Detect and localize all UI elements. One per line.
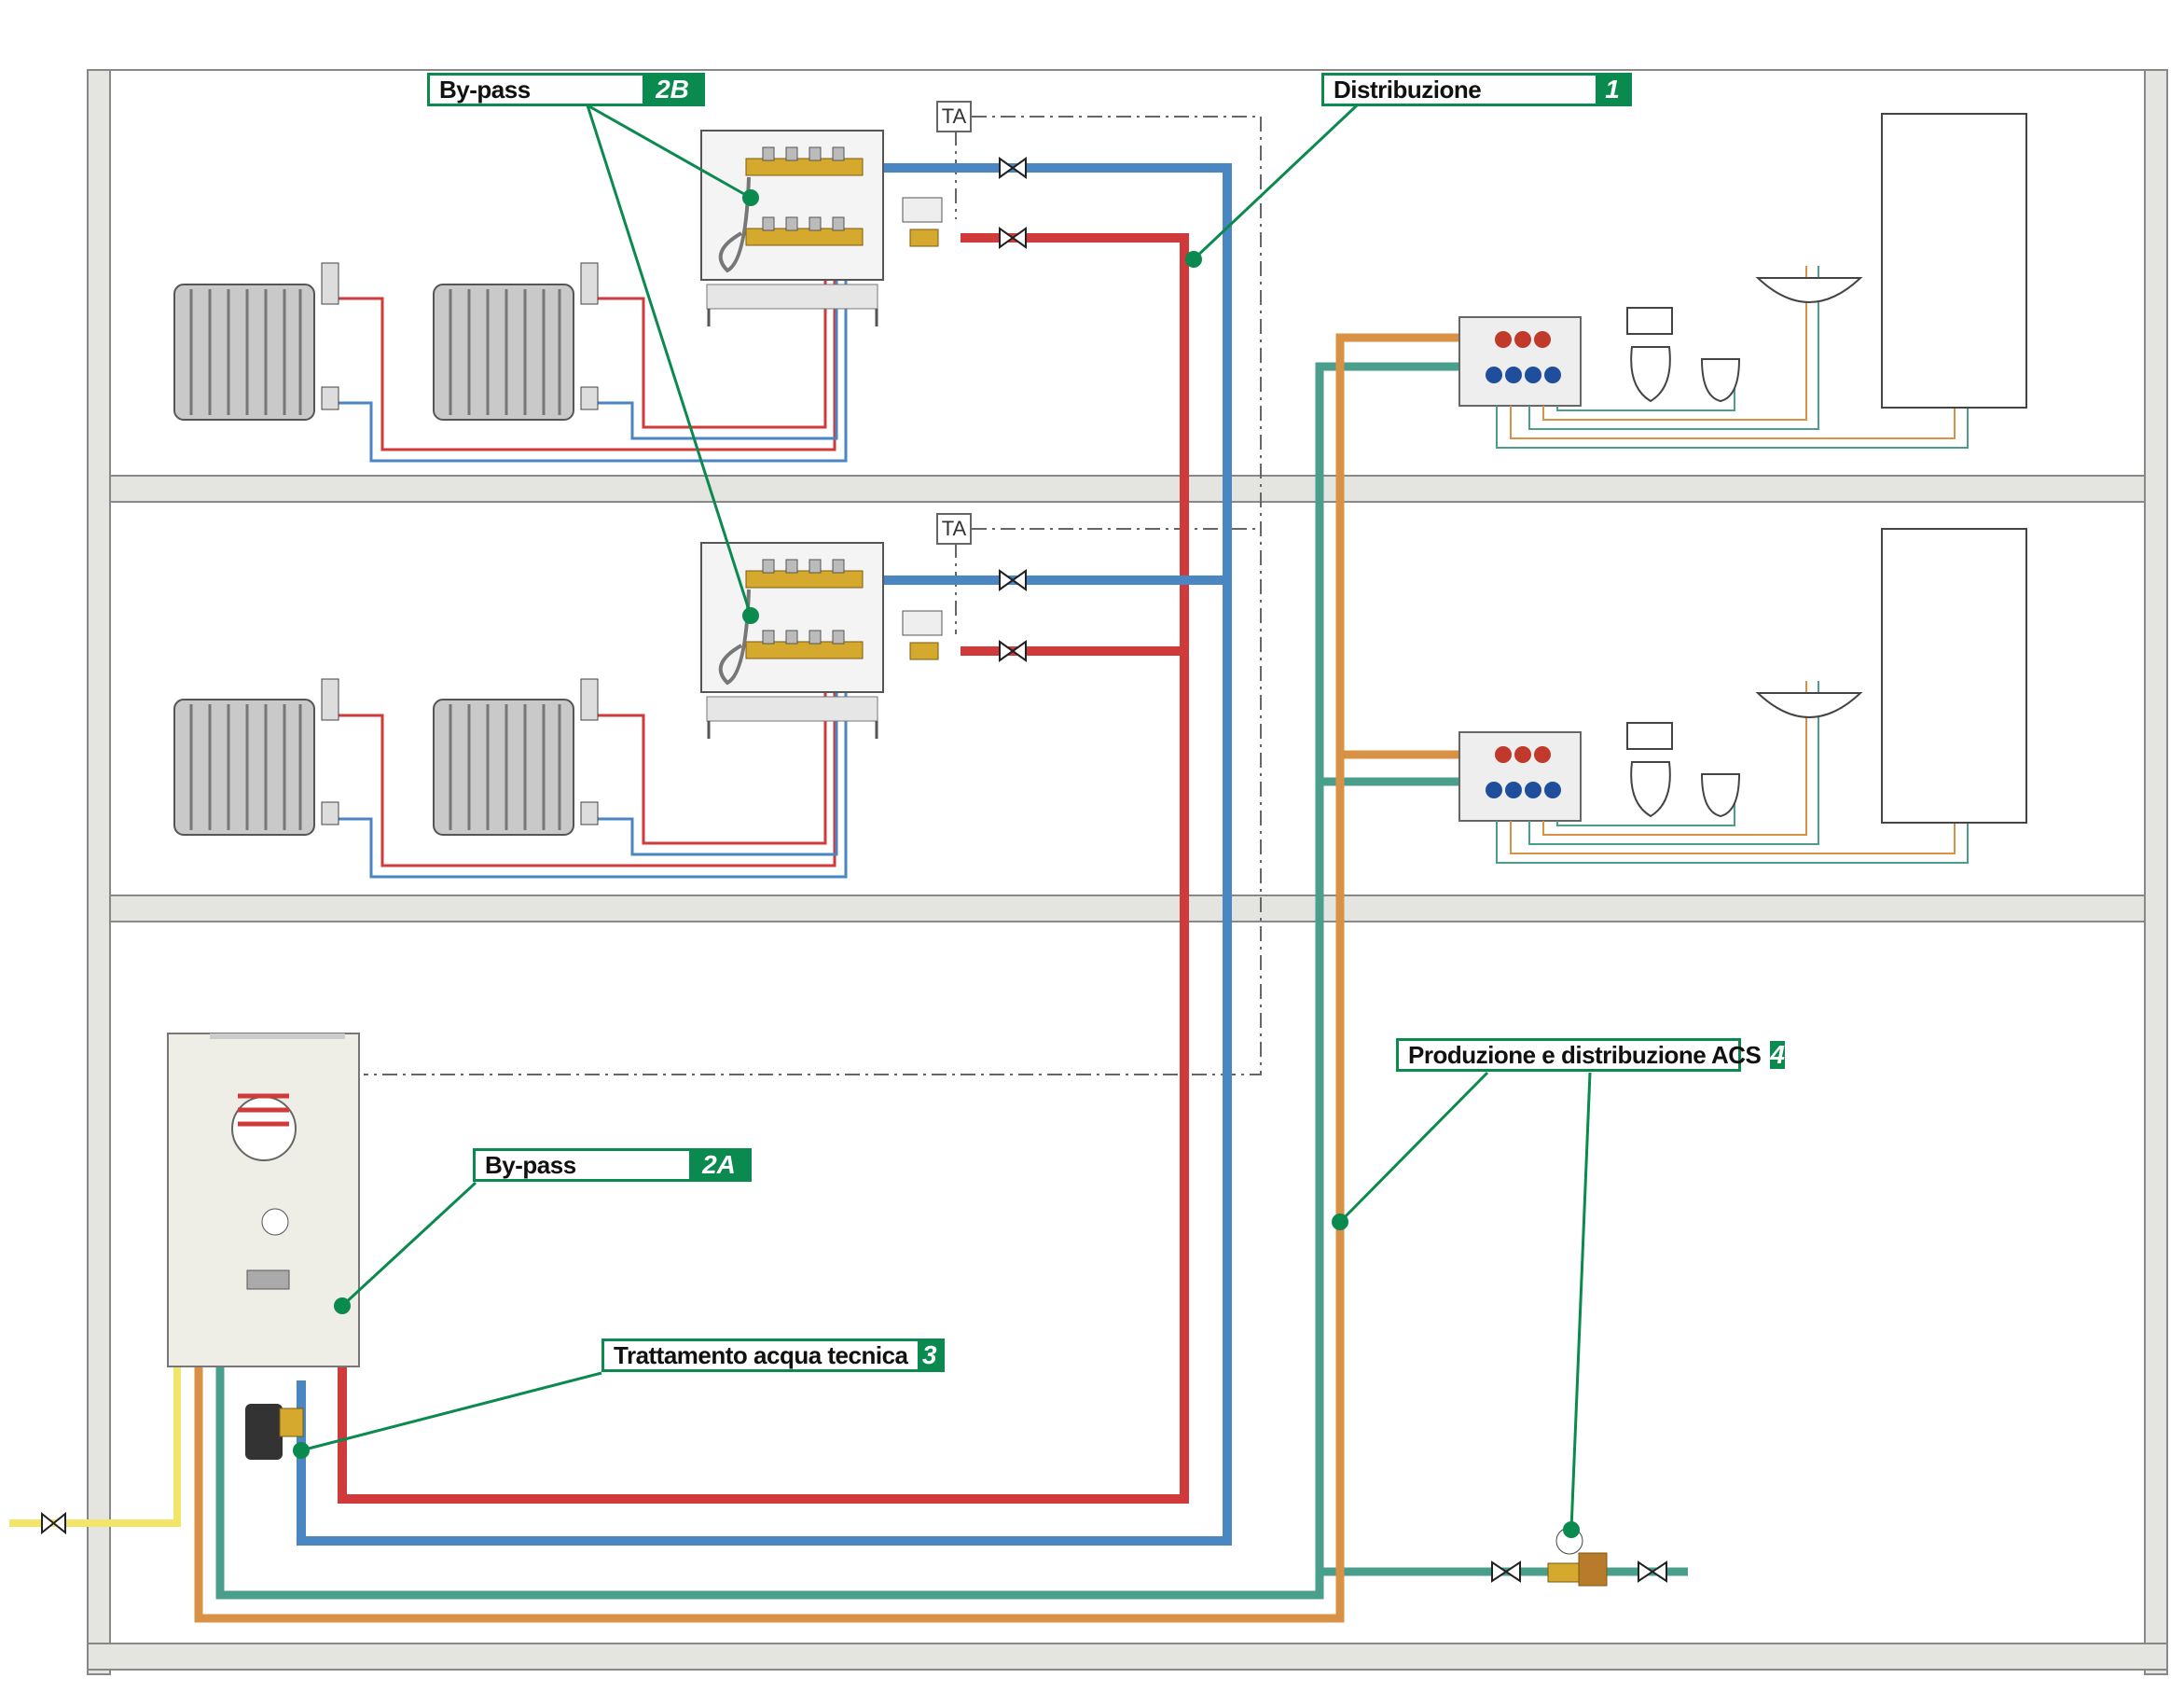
radiator-mid-left <box>173 678 339 836</box>
callout-distribuzione: Distribuzione 1 <box>1321 73 1632 106</box>
radiator-pipes <box>336 168 848 879</box>
room-interiors <box>109 69 2146 1644</box>
radiator-top-left <box>173 262 339 421</box>
room-thermostat-label-top: TA <box>936 101 972 132</box>
callout-number: 2B <box>643 76 702 104</box>
zone-valve-mid <box>902 610 943 660</box>
callout-trattamento: Trattamento acqua tecnica 3 <box>601 1338 945 1372</box>
dhw-mixing-valve <box>1547 1527 1608 1587</box>
sanitary-manifold-mid <box>1458 731 1582 822</box>
heating-supply-pipe <box>338 233 1189 1504</box>
callout-bypass-2b: By-pass 2B <box>427 73 705 106</box>
radiator-mid-right <box>433 678 599 836</box>
callout-label: By-pass <box>439 76 531 104</box>
sanitary-manifold-top <box>1458 316 1582 407</box>
callout-number: 3 <box>917 1341 942 1369</box>
callout-label: Distribuzione <box>1334 76 1482 104</box>
bathroom-fixtures-mid <box>1626 528 2027 824</box>
callout-acs: Produzione e distribuzione ACS 4 <box>1396 1038 1785 1072</box>
callout-number: 1 <box>1596 76 1629 104</box>
callout-bypass-2a: By-pass 2A <box>473 1148 752 1182</box>
thermostat-wiring <box>364 116 1262 1075</box>
manifold-cabinet-mid <box>700 542 884 739</box>
heating-return-pipe <box>297 163 1232 1546</box>
shutoff-valves <box>41 157 1667 1583</box>
leader-lines <box>300 104 1592 1531</box>
dirt-separator <box>245 1404 304 1460</box>
room-thermostat-label-mid: TA <box>936 513 972 545</box>
manifold-cabinet-top <box>700 130 884 326</box>
callout-label: By-pass <box>485 1151 576 1179</box>
callout-label: Produzione e distribuzione ACS <box>1408 1041 1762 1069</box>
zone-valve-top <box>902 197 943 247</box>
bathroom-fixtures-top <box>1626 113 2027 409</box>
callout-number: 4 <box>1770 1040 1785 1069</box>
callout-number: 2A <box>689 1151 749 1179</box>
radiator-top-right <box>433 262 599 421</box>
callout-label: Trattamento acqua tecnica <box>614 1341 908 1369</box>
leader-dots <box>293 189 1580 1538</box>
boiler <box>167 1033 360 1367</box>
